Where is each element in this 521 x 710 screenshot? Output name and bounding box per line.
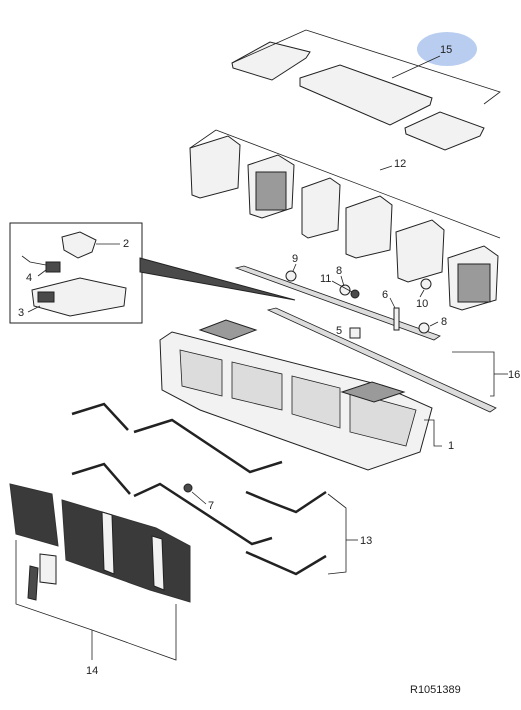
callout-8b: 8 bbox=[441, 316, 447, 328]
callout-8a: 8 bbox=[336, 265, 342, 277]
fastener-8a bbox=[339, 284, 351, 296]
fastener-10 bbox=[420, 278, 432, 290]
leader-12 bbox=[215, 129, 501, 239]
badge-bracket-14 bbox=[39, 553, 57, 585]
part-2-bracket bbox=[61, 231, 97, 259]
leader-16 bbox=[452, 351, 495, 397]
grille-panel-12d bbox=[345, 195, 393, 259]
callout-4: 4 bbox=[26, 272, 32, 284]
trim-strip-13e bbox=[245, 490, 327, 514]
panel-15-middle bbox=[299, 64, 433, 126]
leader-10 bbox=[419, 289, 425, 298]
leader-14-left bbox=[15, 540, 93, 631]
leader-4 bbox=[37, 269, 47, 277]
fastener-11 bbox=[350, 289, 360, 299]
leader-15 bbox=[305, 29, 501, 105]
callout-10: 10 bbox=[416, 298, 428, 310]
callout-6: 6 bbox=[382, 289, 388, 301]
part-group-15: 15 bbox=[231, 29, 501, 151]
badge-14 bbox=[27, 565, 39, 601]
callout-1: 1 bbox=[448, 440, 454, 452]
callout-9: 9 bbox=[292, 253, 298, 265]
callout-12: 12 bbox=[394, 158, 406, 170]
diagram-reference-code: R1051389 bbox=[410, 684, 461, 696]
callout-15: 15 bbox=[440, 44, 452, 56]
leader-12-b bbox=[189, 129, 217, 149]
bolt-6 bbox=[393, 307, 400, 331]
leader-3 bbox=[27, 305, 41, 313]
callout-5: 5 bbox=[336, 325, 342, 337]
callout-15-highlight bbox=[417, 32, 477, 66]
clip-7 bbox=[183, 483, 193, 493]
part-4-connector bbox=[45, 261, 61, 273]
lower-rail-16 bbox=[266, 307, 497, 413]
leader-9 bbox=[292, 263, 297, 272]
callout-7: 7 bbox=[208, 500, 214, 512]
leader-13 bbox=[327, 493, 347, 575]
part-group-1: 1 bbox=[159, 319, 454, 471]
inset-leader-wedge bbox=[139, 257, 296, 301]
trim-strip-13d bbox=[133, 482, 273, 546]
insert-pad-right bbox=[340, 381, 406, 403]
leader-12-c bbox=[379, 165, 393, 171]
part-group-14: 14 bbox=[9, 483, 191, 677]
part-3-housing bbox=[31, 277, 127, 317]
part-3-lens bbox=[37, 291, 55, 303]
grille-panel-12f-frame bbox=[457, 263, 491, 303]
trim-strip-13f bbox=[245, 550, 327, 576]
grille-housing-1-opening-b bbox=[231, 361, 283, 411]
leader-11 bbox=[331, 280, 353, 293]
part-group-rail: 9 8 11 5 6 10 8 16 bbox=[234, 253, 520, 413]
grille-housing-1-opening-a bbox=[179, 349, 223, 397]
mesh-panel-14a bbox=[9, 483, 59, 547]
part-group-13: 7 13 bbox=[71, 402, 372, 576]
part-group-12: 12 bbox=[189, 129, 501, 311]
fastener-9 bbox=[285, 270, 297, 282]
trim-strip-13c bbox=[71, 462, 131, 495]
inset-detail: 2 4 3 bbox=[9, 222, 296, 324]
callout-3: 3 bbox=[18, 307, 24, 319]
insert-pad-top bbox=[198, 319, 258, 341]
grille-panel-12b-frame bbox=[255, 171, 287, 211]
trim-strip-13a bbox=[71, 402, 129, 431]
grille-panel-12e bbox=[395, 219, 445, 283]
leader-14-right bbox=[91, 604, 177, 661]
grille-panel-12a bbox=[189, 135, 241, 199]
fastener-8b bbox=[418, 322, 430, 334]
mesh-panel-14b-strip-a bbox=[101, 511, 115, 575]
grille-housing-1-opening-d bbox=[349, 391, 417, 447]
callout-2: 2 bbox=[123, 238, 129, 250]
upper-rail bbox=[234, 265, 441, 341]
callout-11: 11 bbox=[320, 273, 331, 285]
part-4-wire bbox=[21, 255, 47, 266]
callout-14: 14 bbox=[86, 665, 98, 677]
panel-15-right bbox=[404, 111, 485, 151]
leader-1 bbox=[424, 419, 442, 447]
grille-panel-12c bbox=[301, 177, 341, 239]
grille-housing-1-opening-c bbox=[291, 375, 341, 429]
leader-8a bbox=[340, 275, 345, 287]
clip-5 bbox=[349, 327, 361, 339]
callout-13: 13 bbox=[360, 535, 372, 547]
leader-15-c bbox=[391, 55, 441, 79]
mesh-panel-14b-strip-b bbox=[151, 535, 165, 591]
mesh-panel-14b bbox=[61, 499, 191, 603]
leader-7 bbox=[191, 491, 207, 505]
leader-8b bbox=[429, 321, 439, 327]
callout-16: 16 bbox=[508, 369, 520, 381]
trim-strip-13b bbox=[133, 418, 283, 474]
panel-15-left bbox=[231, 41, 311, 81]
leader-15-b bbox=[231, 29, 307, 64]
